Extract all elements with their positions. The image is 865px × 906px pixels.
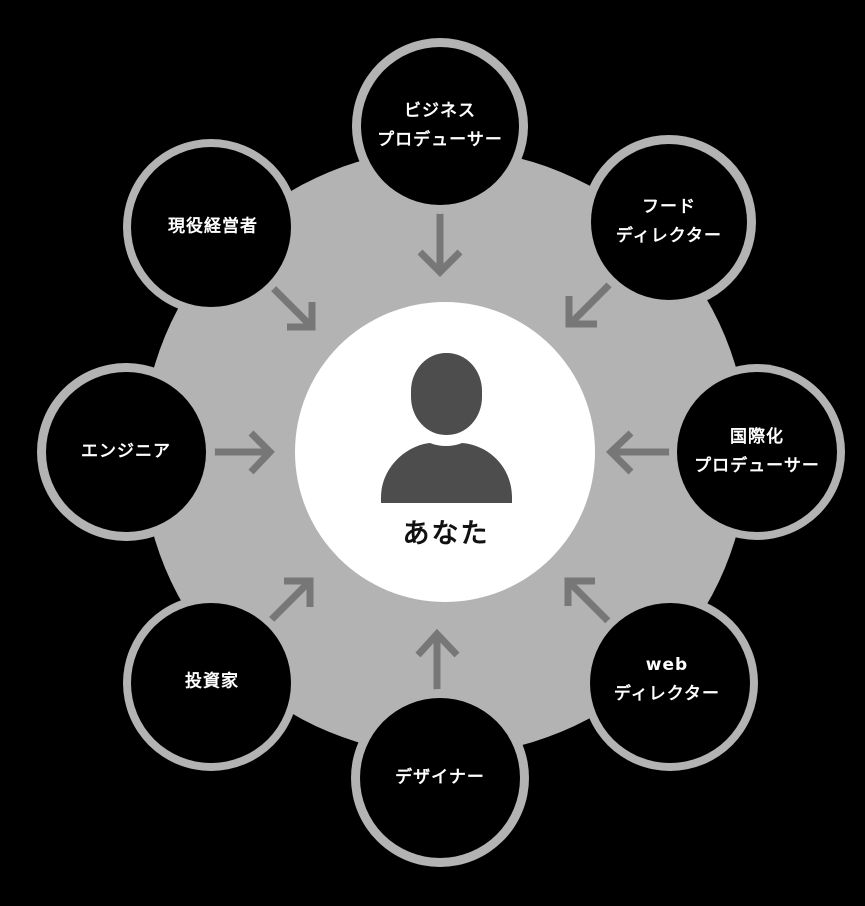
node-internationalization-producer: [669, 364, 845, 540]
node-label-line1: web: [645, 655, 689, 675]
nodes: [37, 38, 845, 867]
arrow-from-left-icon: [206, 430, 275, 475]
node-label-food-director: フード ディレクター: [579, 193, 759, 251]
node-label-web-director: web ディレクター: [577, 651, 757, 709]
arrow-from-bottom-icon: [415, 628, 460, 699]
node-label-line1: エンジニア: [81, 441, 171, 462]
node-label-line2: ディレクター: [613, 684, 721, 704]
node-label-designer: デザイナー: [350, 764, 530, 793]
node-engineer: [37, 363, 215, 541]
node-label-line1: 現役経営者: [168, 216, 258, 237]
node-label-line1: 投資家: [185, 671, 239, 692]
node-food-director: [582, 135, 756, 309]
node-label-business-producer: ビジネス プロデューサー: [350, 97, 530, 155]
arrow-from-right-icon: [605, 430, 676, 475]
arrows: [206, 205, 676, 699]
node-label-line1: 国際化: [730, 427, 784, 447]
arrow-from-top-right-icon: [565, 278, 616, 328]
node-label-line2: ディレクター: [615, 226, 723, 246]
node-label-line1: ビジネス: [404, 101, 476, 121]
node-label-internationalization-producer: 国際化 プロデューサー: [667, 423, 847, 481]
arrow-from-bottom-left-icon: [263, 577, 314, 628]
arrow-from-top-left-icon: [265, 280, 316, 331]
node-label-line2: プロデューサー: [377, 130, 503, 150]
node-designer: [351, 689, 529, 867]
arrow-from-top-icon: [417, 205, 463, 277]
node-label-current-executive: 現役経営者: [123, 213, 303, 242]
center-label: あなた: [402, 518, 490, 550]
node-label-investor: 投資家: [122, 668, 302, 697]
node-web-director: [582, 595, 758, 771]
node-investor: [123, 595, 299, 771]
node-label-line1: フード: [642, 197, 696, 217]
node-current-executive: [123, 139, 299, 315]
node-label-engineer: エンジニア: [36, 438, 216, 467]
person-icon: [381, 353, 512, 503]
node-label-line2: プロデューサー: [694, 456, 820, 476]
node-business-producer: [352, 38, 528, 214]
arrow-from-bottom-right-icon: [564, 577, 614, 627]
node-label-line1: デザイナー: [395, 767, 485, 788]
